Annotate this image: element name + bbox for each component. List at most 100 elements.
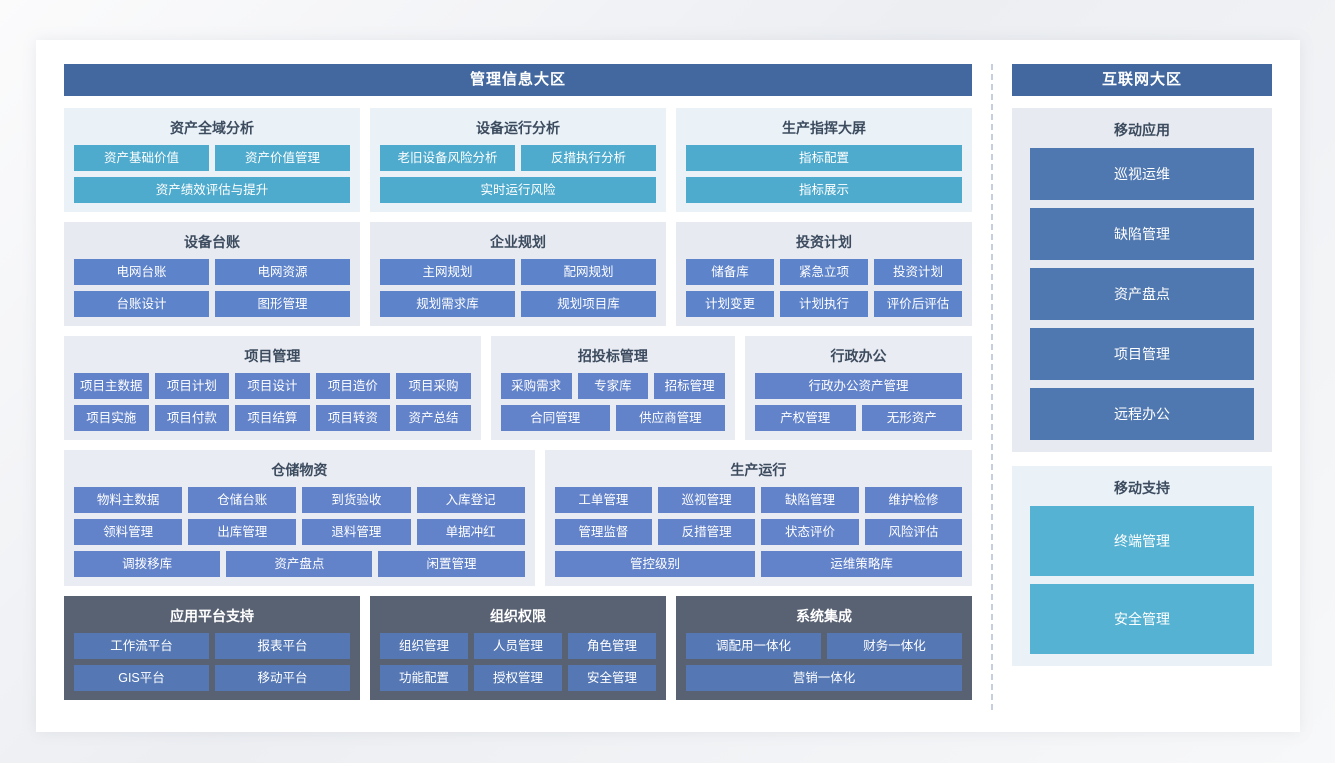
module-tile[interactable]: 调配用一体化 bbox=[686, 633, 821, 659]
module-tile[interactable]: 授权管理 bbox=[474, 665, 562, 691]
module-tile[interactable]: 项目采购 bbox=[396, 373, 471, 399]
module-tile[interactable]: 项目实施 bbox=[74, 405, 149, 431]
tile-row: 营销一体化 bbox=[686, 665, 962, 691]
module-tile[interactable]: 供应商管理 bbox=[615, 405, 725, 431]
group-title: 生产指挥大屏 bbox=[782, 120, 866, 136]
module-tile[interactable]: 营销一体化 bbox=[686, 665, 962, 691]
management-information-zone: 管理信息大区 资产全域分析资产基础价值资产价值管理资产绩效评估与提升设备运行分析… bbox=[64, 64, 972, 710]
module-tile[interactable]: 状态评价 bbox=[761, 519, 859, 545]
module-tile[interactable]: 紧急立项 bbox=[780, 259, 868, 285]
module-tile[interactable]: 功能配置 bbox=[380, 665, 468, 691]
module-tile[interactable]: 管控级别 bbox=[554, 551, 756, 577]
module-tile[interactable]: 物料主数据 bbox=[74, 487, 183, 513]
module-tile[interactable]: 风险评估 bbox=[864, 519, 962, 545]
module-tile[interactable]: 主网规划 bbox=[380, 259, 515, 285]
module-tile[interactable]: 项目计划 bbox=[154, 373, 230, 399]
module-tile[interactable]: 仓储台账 bbox=[188, 487, 297, 513]
module-tile[interactable]: 行政办公资产管理 bbox=[755, 373, 962, 399]
group-panel: 招投标管理采购需求专家库招标管理合同管理供应商管理 bbox=[490, 336, 735, 440]
module-tile[interactable]: 反措管理 bbox=[658, 519, 756, 545]
tile-row: 采购需求专家库招标管理 bbox=[500, 373, 725, 399]
group-title: 生产运行 bbox=[730, 462, 787, 478]
module-tile[interactable]: 计划变更 bbox=[686, 291, 774, 317]
module-tile[interactable]: 入库登记 bbox=[416, 487, 525, 513]
module-tile[interactable]: 工单管理 bbox=[554, 487, 652, 513]
module-tile[interactable]: 运维策略库 bbox=[761, 551, 963, 577]
module-tile[interactable]: 项目主数据 bbox=[74, 373, 149, 399]
module-tile[interactable]: 无形资产 bbox=[861, 405, 962, 431]
module-tile[interactable]: 老旧设备风险分析 bbox=[380, 145, 515, 171]
module-tile[interactable]: 电网资源 bbox=[215, 259, 350, 285]
module-tile[interactable]: 专家库 bbox=[577, 373, 649, 399]
module-tile[interactable]: 台账设计 bbox=[74, 291, 209, 317]
module-tile[interactable]: 终端管理 bbox=[1030, 506, 1254, 576]
module-tile[interactable]: 资产价值管理 bbox=[215, 145, 350, 171]
module-tile[interactable]: 角色管理 bbox=[568, 633, 656, 659]
module-tile[interactable]: 配网规划 bbox=[521, 259, 656, 285]
dashed-line-icon bbox=[991, 64, 993, 710]
module-tile[interactable]: 出库管理 bbox=[188, 519, 297, 545]
module-tile[interactable]: 资产绩效评估与提升 bbox=[74, 177, 350, 203]
module-tile[interactable]: 远程办公 bbox=[1030, 388, 1254, 440]
module-tile[interactable]: 电网台账 bbox=[74, 259, 209, 285]
module-tile[interactable]: 巡视运维 bbox=[1030, 148, 1254, 200]
module-tile[interactable]: 产权管理 bbox=[755, 405, 856, 431]
module-tile[interactable]: 缺陷管理 bbox=[761, 487, 859, 513]
module-tile[interactable]: 图形管理 bbox=[215, 291, 350, 317]
module-tile[interactable]: 工作流平台 bbox=[74, 633, 209, 659]
module-tile[interactable]: 反措执行分析 bbox=[521, 145, 656, 171]
module-tile[interactable]: 安全管理 bbox=[1030, 584, 1254, 654]
module-tile[interactable]: 招标管理 bbox=[654, 373, 725, 399]
module-tile[interactable]: 资产总结 bbox=[396, 405, 471, 431]
module-tile[interactable]: 指标展示 bbox=[686, 177, 962, 203]
module-tile[interactable]: 巡视管理 bbox=[658, 487, 756, 513]
module-tile[interactable]: 领料管理 bbox=[74, 519, 183, 545]
zone-divider bbox=[972, 64, 1012, 710]
module-tile[interactable]: 财务一体化 bbox=[827, 633, 962, 659]
tile-row: 资产绩效评估与提升 bbox=[74, 177, 350, 203]
module-tile[interactable]: 管理监督 bbox=[554, 519, 652, 545]
module-tile[interactable]: 移动平台 bbox=[215, 665, 350, 691]
module-tile[interactable]: 单据冲红 bbox=[416, 519, 525, 545]
module-tile[interactable]: 报表平台 bbox=[215, 633, 350, 659]
module-tile[interactable]: 规划需求库 bbox=[380, 291, 515, 317]
module-tile[interactable]: 评价后评估 bbox=[874, 291, 962, 317]
tile-row: 合同管理供应商管理 bbox=[500, 405, 725, 431]
group-panel: 生产运行工单管理巡视管理缺陷管理维护检修管理监督反措管理状态评价风险评估管控级别… bbox=[544, 450, 972, 586]
module-tile[interactable]: 安全管理 bbox=[568, 665, 656, 691]
module-tile[interactable]: 缺陷管理 bbox=[1030, 208, 1254, 260]
module-tile[interactable]: 规划项目库 bbox=[521, 291, 656, 317]
module-tile[interactable]: 项目设计 bbox=[235, 373, 310, 399]
module-tile[interactable]: 指标配置 bbox=[686, 145, 962, 171]
module-tile[interactable]: 项目造价 bbox=[315, 373, 391, 399]
module-tile[interactable]: 人员管理 bbox=[474, 633, 562, 659]
module-tile[interactable]: 项目付款 bbox=[154, 405, 230, 431]
group-panel: 设备运行分析老旧设备风险分析反措执行分析实时运行风险 bbox=[370, 108, 666, 212]
module-tile[interactable]: 资产盘点 bbox=[226, 551, 373, 577]
module-tile[interactable]: 项目转资 bbox=[315, 405, 391, 431]
module-tile[interactable]: 组织管理 bbox=[380, 633, 468, 659]
module-tile[interactable]: 维护检修 bbox=[864, 487, 962, 513]
module-tile[interactable]: 调拨移库 bbox=[74, 551, 221, 577]
group-title: 移动支持 bbox=[1114, 480, 1170, 496]
module-tile[interactable]: 闲置管理 bbox=[378, 551, 525, 577]
module-tile[interactable]: 投资计划 bbox=[874, 259, 962, 285]
module-tile[interactable]: 资产基础价值 bbox=[74, 145, 209, 171]
module-tile[interactable]: 项目结算 bbox=[235, 405, 310, 431]
group-title: 企业规划 bbox=[490, 234, 546, 250]
module-tile[interactable]: 实时运行风险 bbox=[380, 177, 656, 203]
module-tile[interactable]: 采购需求 bbox=[500, 373, 572, 399]
module-tile[interactable]: 项目管理 bbox=[1030, 328, 1254, 380]
module-tile[interactable]: 合同管理 bbox=[500, 405, 610, 431]
module-tile[interactable]: 计划执行 bbox=[780, 291, 868, 317]
module-tile[interactable]: 资产盘点 bbox=[1030, 268, 1254, 320]
module-tile[interactable]: 到货验收 bbox=[302, 487, 411, 513]
diagram-body: 管理信息大区 资产全域分析资产基础价值资产价值管理资产绩效评估与提升设备运行分析… bbox=[64, 64, 1272, 710]
module-tile[interactable]: 退料管理 bbox=[302, 519, 411, 545]
module-tile[interactable]: 储备库 bbox=[686, 259, 774, 285]
group-title: 应用平台支持 bbox=[170, 608, 254, 624]
module-tile[interactable]: GIS平台 bbox=[74, 665, 209, 691]
tile-row: 功能配置授权管理安全管理 bbox=[380, 665, 656, 691]
group-panel: 项目管理项目主数据项目计划项目设计项目造价项目采购项目实施项目付款项目结算项目转… bbox=[64, 336, 481, 440]
